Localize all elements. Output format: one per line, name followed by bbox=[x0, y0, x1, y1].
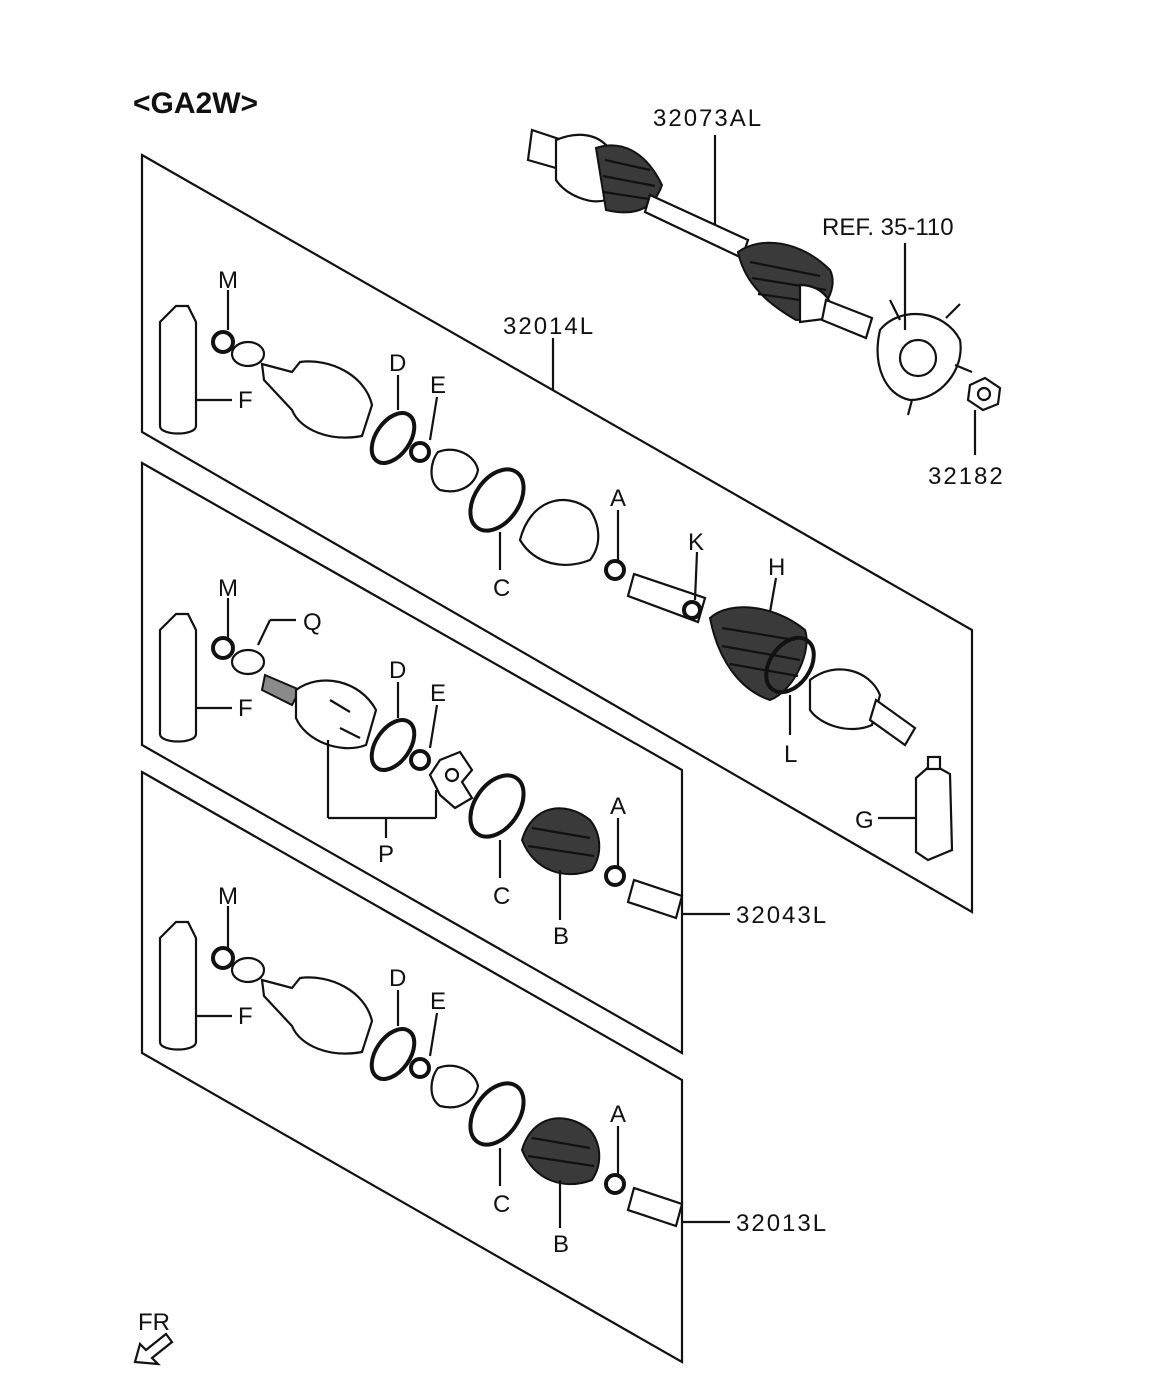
kit-panel-32014L bbox=[140, 153, 974, 914]
panel2-leaders bbox=[226, 598, 620, 920]
label-G: G bbox=[855, 807, 874, 834]
label-P: P bbox=[378, 841, 394, 868]
label-Q: Q bbox=[303, 609, 322, 636]
label-M-3: M bbox=[218, 883, 238, 910]
label-H: H bbox=[768, 554, 785, 581]
label-D-2: D bbox=[389, 657, 406, 684]
part-number-32182: 32182 bbox=[928, 463, 1005, 490]
label-D-1: D bbox=[389, 350, 406, 377]
reference-35-110: REF. 35-110 bbox=[822, 214, 954, 241]
panel2-parts bbox=[158, 612, 684, 920]
label-K: K bbox=[688, 529, 704, 556]
label-M-1: M bbox=[218, 267, 238, 294]
label-E-1: E bbox=[430, 372, 446, 399]
label-B-3: B bbox=[553, 1231, 569, 1258]
label-A-2: A bbox=[610, 793, 626, 820]
drive-shaft-assembly bbox=[526, 128, 1002, 416]
label-C-2: C bbox=[493, 883, 510, 910]
kit-panel-32043L bbox=[140, 461, 684, 1055]
panel1-leaders bbox=[226, 290, 792, 735]
front-direction-label: FR bbox=[138, 1309, 170, 1336]
part-number-32014L: 32014L bbox=[503, 313, 595, 340]
panel3-leaders bbox=[226, 906, 620, 1228]
label-E-2: E bbox=[430, 680, 446, 707]
label-E-3: E bbox=[430, 988, 446, 1015]
part-number-32043L: 32043L bbox=[736, 902, 828, 929]
kit-panel-32013L bbox=[140, 770, 684, 1364]
label-F-3: F bbox=[238, 1003, 253, 1030]
model-title: <GA2W> bbox=[133, 87, 258, 120]
label-F-1: F bbox=[238, 387, 253, 414]
panel1-parts bbox=[158, 304, 954, 862]
front-arrow-icon bbox=[133, 1332, 174, 1366]
label-C-3: C bbox=[493, 1191, 510, 1218]
label-A-1: A bbox=[610, 485, 626, 512]
label-A-3: A bbox=[610, 1101, 626, 1128]
part-number-32073AL: 32073AL bbox=[653, 105, 763, 132]
label-C-1: C bbox=[493, 575, 510, 602]
part-number-32013L: 32013L bbox=[736, 1210, 828, 1237]
label-M-2: M bbox=[218, 575, 238, 602]
label-F-2: F bbox=[238, 695, 253, 722]
label-B-2: B bbox=[553, 923, 569, 950]
panel3-parts bbox=[158, 920, 684, 1228]
label-L: L bbox=[784, 741, 797, 768]
label-D-3: D bbox=[389, 965, 406, 992]
